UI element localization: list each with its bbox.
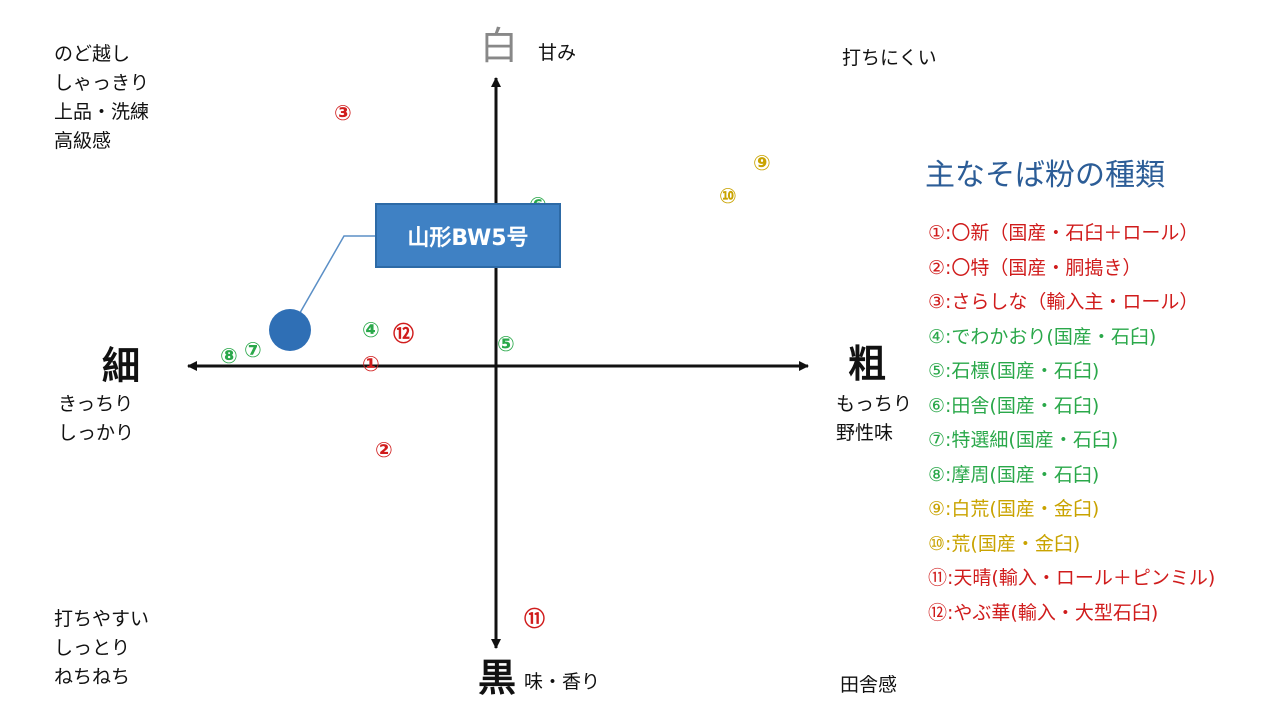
marker-11: ⑪ <box>524 607 545 631</box>
marker-2: ② <box>375 438 393 462</box>
legend-item: ⑫:やぶ華(輸入・大型石臼) <box>928 601 1159 624</box>
marker-9: ⑨ <box>753 151 771 175</box>
axis-left-sub: きっちり しっかり <box>58 390 134 448</box>
axis-top-label: 白 <box>480 24 519 68</box>
axis-right-sub-line: 野性味 <box>836 422 894 444</box>
corner-bottom-left-line: しっとり <box>54 637 131 659</box>
legend-item: ③:さらしな（輸入主・ロール） <box>928 291 1199 313</box>
axis-top-sub: 甘み <box>538 42 577 64</box>
marker-3: ③ <box>334 101 352 125</box>
corner-bottom-right: 田舎感 <box>840 674 898 696</box>
legend-item: ⑦:特選細(国産・石臼) <box>928 429 1119 451</box>
legend-item: ⑥:田舎(国産・石臼) <box>928 394 1100 417</box>
legend-item: ⑪:天晴(輸入・ロール＋ピンミル) <box>928 567 1216 589</box>
marker-12: ⑫ <box>393 322 414 346</box>
callout-yamagata-bw5: 山形BW5号 <box>375 203 561 268</box>
legend-title: 主なそば粉の種類 <box>925 158 1165 193</box>
marker-5: ⑤ <box>497 332 515 356</box>
legend-item: ⑨:白荒(国産・金臼) <box>928 498 1100 520</box>
marker-10: ⑩ <box>719 184 737 208</box>
marker-7: ⑦ <box>244 338 262 362</box>
corner-bottom-left-line: ねちねち <box>54 666 131 688</box>
axis-left-sub-line: しっかり <box>58 422 135 444</box>
marker-8: ⑧ <box>220 344 238 368</box>
axis-bottom-sub: 味・香り <box>524 671 601 693</box>
corner-top-left: のど越し しゃっきり 上品・洗練 高級感 <box>54 40 149 156</box>
legend-item: ④:でわかおり(国産・石臼) <box>928 325 1157 348</box>
axis-right-label: 粗 <box>848 342 887 386</box>
legend-item: ②:〇特（国産・胴搗き） <box>928 256 1142 279</box>
corner-top-right: 打ちにくい <box>842 47 937 69</box>
corner-top-left-line: のど越し <box>54 43 131 65</box>
marker-1: ① <box>362 352 380 376</box>
callout-label: 山形BW5号 <box>407 225 529 251</box>
corner-top-left-line: 上品・洗練 <box>54 101 150 123</box>
legend-item: ⑤:石標(国産・石臼) <box>928 360 1100 382</box>
legend-item: ①:〇新（国産・石臼＋ロール） <box>928 222 1199 244</box>
legend-item: ⑩:荒(国産・金臼) <box>928 532 1081 555</box>
marker-4: ④ <box>362 318 380 342</box>
yamagata-bw5-point <box>269 309 311 351</box>
legend-list: ①:〇新（国産・石臼＋ロール） ②:〇特（国産・胴搗き） ③:さらしな（輸入主・… <box>928 216 1215 630</box>
axis-left-label: 細 <box>102 344 141 388</box>
axis-bottom-label: 黒 <box>478 656 517 700</box>
corner-top-left-line: 高級感 <box>54 130 112 152</box>
axis-right-sub-line: もっちり <box>836 393 913 415</box>
legend-item: ⑧:摩周(国産・石臼) <box>928 463 1100 486</box>
callout-connector <box>296 235 375 319</box>
corner-bottom-left-line: 打ちやすい <box>54 608 150 630</box>
axis-left-sub-line: きっちり <box>58 393 134 415</box>
axis-right-sub: もっちり 野性味 <box>836 390 912 448</box>
corner-top-left-line: しゃっきり <box>54 72 150 94</box>
corner-bottom-left: 打ちやすい しっとり ねちねち <box>54 605 149 692</box>
